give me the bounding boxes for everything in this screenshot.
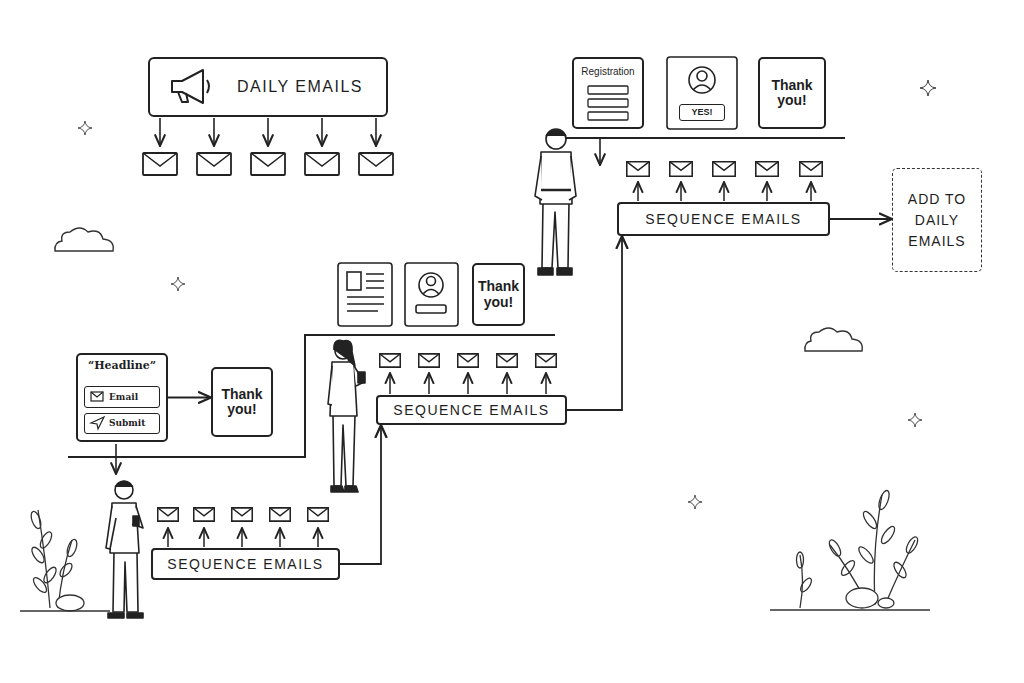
optin-form: “Headline” EmailSubmit [76, 353, 168, 442]
flow-arrow [567, 236, 622, 410]
yes-button: YES! [679, 104, 725, 121]
text-stack: Email [109, 392, 138, 402]
text-stack: YES! [691, 107, 712, 117]
text-stack: Registration [581, 66, 634, 78]
stair-line [68, 138, 845, 457]
up-arrows [168, 528, 318, 547]
sequence-box: SEQUENCE EMAILS [151, 548, 340, 580]
envelope-row [380, 354, 557, 367]
cloud [805, 328, 862, 351]
person-figure [328, 340, 365, 492]
sparkles [78, 80, 936, 509]
flow-arrow [340, 425, 381, 564]
profile-card [405, 263, 458, 326]
person-figure [535, 129, 576, 275]
node-label: Email [109, 392, 138, 402]
node-label: SEQUENCE EMAILS [645, 211, 801, 227]
text-stack: Submit [109, 418, 145, 428]
registration-fields [588, 86, 628, 120]
envelope-row [627, 162, 823, 177]
text-stack: Thank you! [215, 387, 269, 418]
text-stack: Thank you! [476, 279, 521, 310]
channel-box: DAILY EMAILS [148, 57, 388, 117]
sequence-box: SEQUENCE EMAILS [617, 202, 830, 236]
profile-card [667, 57, 737, 129]
cloud [55, 228, 113, 251]
down-arrow [599, 139, 601, 165]
text-stack: Thank you! [762, 78, 822, 109]
text-stack: ADD TO DAILY EMAILS [899, 189, 975, 252]
node-label: Submit [109, 418, 145, 428]
document-card [338, 263, 392, 326]
node-label: SEQUENCE EMAILS [393, 402, 549, 418]
up-arrows [390, 373, 546, 394]
thank-you-page: Thank you! [211, 367, 273, 437]
node-label: Thank you! [215, 387, 269, 418]
node-label: Registration [581, 66, 634, 78]
node-label: Thank you! [476, 279, 521, 310]
node-label: DAILY EMAILS [237, 78, 363, 96]
stair-step-high [565, 137, 845, 139]
form-field: Email [84, 386, 160, 408]
node-label: Thank you! [762, 78, 822, 109]
sequence-box: SEQUENCE EMAILS [376, 395, 567, 425]
text-stack: “Headline” [88, 360, 156, 373]
up-arrows [638, 182, 811, 201]
registration-form: Registration [572, 57, 644, 129]
text-stack: SEQUENCE EMAILS [167, 556, 323, 572]
daily-email-fanout [160, 118, 376, 146]
node-label: YES! [691, 107, 712, 117]
text-stack: SEQUENCE EMAILS [393, 402, 549, 418]
thank-you-page: Thank you! [472, 263, 525, 326]
node-label: “Headline” [88, 360, 156, 373]
field-icons [91, 392, 104, 429]
flow-arrow [830, 218, 892, 220]
form-arrow [115, 444, 117, 474]
form-button: Submit [84, 413, 160, 434]
envelope-row [143, 153, 393, 175]
text-stack: DAILY EMAILS [237, 78, 363, 96]
thank-you-page: Thank you! [758, 57, 826, 129]
plant-left [20, 510, 110, 611]
envelope-row [158, 508, 329, 521]
megaphone-icon [172, 70, 209, 103]
target-list-box: ADD TO DAILY EMAILS [892, 168, 982, 272]
text-stack: SEQUENCE EMAILS [645, 211, 801, 227]
plant-right [770, 489, 930, 610]
node-label: SEQUENCE EMAILS [167, 556, 323, 572]
flow-arrow [168, 397, 211, 399]
person-figure [106, 481, 143, 618]
node-label: ADD TO DAILY EMAILS [899, 189, 975, 252]
